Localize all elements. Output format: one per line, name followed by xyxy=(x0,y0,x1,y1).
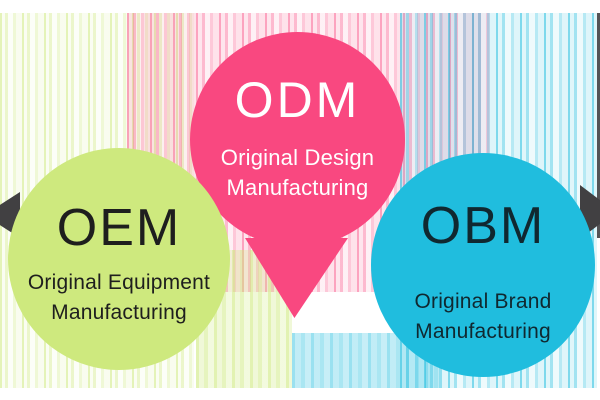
oem-subtitle-line2: Manufacturing xyxy=(51,301,187,324)
odm-subtitle-line2: Manufacturing xyxy=(226,175,369,200)
odm-subtitle: Original Design Manufacturing xyxy=(190,143,405,203)
obm-circle: OBM Original Brand Manufacturing xyxy=(371,153,595,377)
oem-subtitle-line1: Original Equipment xyxy=(27,271,211,294)
obm-subtitle-line1: Original Brand xyxy=(414,290,552,313)
oem-acronym: OEM xyxy=(56,199,182,257)
oem-subtitle: Original Equipment Manufacturing xyxy=(8,268,230,328)
oem-circle: OEM Original Equipment Manufacturing xyxy=(8,148,230,370)
obm-acronym: OBM xyxy=(420,197,546,255)
obm-subtitle-line2: Manufacturing xyxy=(415,320,551,343)
odm-acronym: ODM xyxy=(234,72,361,128)
obm-subtitle: Original Brand Manufacturing xyxy=(371,287,595,347)
odm-balloon: ODM Original Design Manufacturing xyxy=(190,32,405,247)
odm-subtitle-line1: Original Design xyxy=(220,145,375,170)
right-edge-strip xyxy=(597,13,600,238)
